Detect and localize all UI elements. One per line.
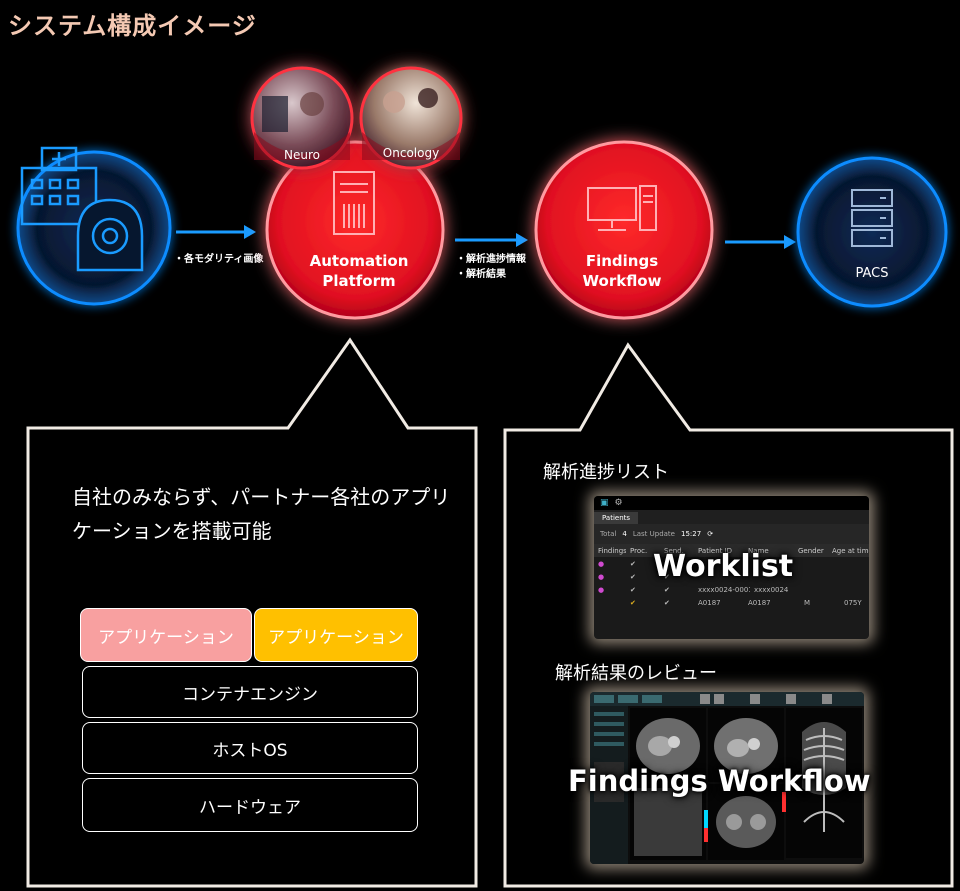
automation-node: Automation Platform	[265, 140, 445, 320]
neuro-badge: Neuro	[250, 66, 354, 170]
hardware-layer: ハードウェア	[82, 778, 418, 832]
oncology-label: Oncology	[383, 146, 439, 160]
name-cell: xxxx0024	[754, 585, 789, 594]
oncology-badge: Oncology	[359, 66, 463, 170]
application-layer-2: アプリケーション	[254, 608, 418, 662]
proc-check-icon: ✔	[630, 572, 636, 581]
send-check-icon: ✔	[664, 572, 670, 581]
host-os-layer: ホストOS	[82, 722, 418, 774]
gender-cell: M	[804, 598, 811, 607]
description-line1: 自社のみならず、パートナー各社のアプリ	[72, 485, 451, 509]
col-findings[interactable]: Findings	[598, 546, 626, 555]
page-title: システム構成イメージ	[8, 12, 257, 40]
tab-patients[interactable]: Patients	[594, 512, 639, 524]
send-check-icon: ✔	[664, 598, 670, 607]
arrow-modality-to-automation	[176, 225, 256, 239]
patient-id-cell: A0187	[698, 598, 721, 607]
hospital-modality-icon	[20, 146, 144, 272]
refresh-icon[interactable]: ⟳	[707, 530, 714, 538]
total-label: Total	[600, 530, 617, 538]
worklist-section-title: 解析進捗リスト	[543, 462, 669, 483]
col-gender[interactable]: Gender	[798, 546, 824, 555]
worklist-overlay-label: Worklist	[653, 549, 794, 584]
findings-status-icon: ●	[598, 559, 605, 568]
application-layer-1: アプリケーション	[80, 608, 252, 662]
worklist-info-bar: Total 4 Last Update 15:27 ⟳	[594, 524, 869, 544]
col-name[interactable]: Name	[748, 546, 769, 555]
arrow-label-progress: ・解析進捗情報	[456, 252, 527, 265]
findings-status-icon: ●	[598, 585, 605, 594]
total-value: 4	[622, 530, 627, 538]
neuro-label: Neuro	[284, 148, 320, 162]
workstation-icon	[587, 185, 657, 231]
col-age[interactable]: Age at time of st	[832, 546, 869, 555]
col-proc[interactable]: Proc.	[630, 546, 648, 555]
arrow-automation-to-findings	[455, 233, 528, 247]
table-row[interactable]: ● ✔ ✔	[594, 570, 869, 583]
pacs-node: PACS	[796, 156, 948, 308]
arrow-findings-to-pacs	[725, 235, 796, 249]
age-cell: 075Y	[844, 598, 862, 607]
table-row[interactable]: ● ✔ ✔ xxxx0024-0001 xxxx0024	[594, 583, 869, 596]
proc-check-icon: ✔	[630, 559, 636, 568]
worklist-toolbar: ▣ ⚙	[594, 496, 869, 510]
automation-label-line2: Platform	[322, 272, 395, 290]
col-send[interactable]: Send.	[664, 546, 684, 555]
name-cell: A0187	[748, 598, 771, 607]
findings-node: Findings Workflow	[534, 140, 714, 320]
findings-status-icon: ●	[598, 572, 605, 581]
arrow-label-result: ・解析結果	[456, 267, 507, 280]
arrow-label-modality: ・各モダリティ画像	[174, 252, 264, 265]
container-engine-layer: コンテナエンジン	[82, 666, 418, 718]
app-logo-icon: ▣	[600, 498, 609, 508]
last-update-label: Last Update	[632, 530, 675, 538]
worklist-tabbar: Patients	[594, 510, 869, 524]
patient-id-cell: xxxx0024-0001	[698, 585, 750, 594]
proc-pending-icon: ✔	[630, 598, 636, 607]
worklist-header-row: Findings Proc. Send. Patient ID Name Gen…	[594, 544, 869, 557]
findings-label-line2: Workflow	[583, 272, 662, 290]
last-update-value: 15:27	[681, 530, 702, 538]
findings-workflow-overlay-label: Findings Workflow	[568, 764, 871, 798]
settings-icon: ⚙	[614, 498, 623, 508]
ct-viewer-image	[590, 692, 864, 864]
table-row[interactable]: ● ✔	[594, 557, 869, 570]
hospital-node	[16, 146, 172, 306]
table-row[interactable]: ✔ ✔ A0187 A0187 M 075Y	[594, 596, 869, 609]
automation-label-line1: Automation	[310, 252, 409, 270]
review-section-title: 解析結果のレビュー	[555, 663, 717, 684]
storage-icon	[851, 189, 893, 247]
proc-check-icon: ✔	[630, 585, 636, 594]
server-icon	[333, 171, 375, 235]
pacs-label: PACS	[855, 266, 888, 281]
worklist-screenshot: ▣ ⚙ Patients Total 4 Last Update 15:27 ⟳…	[594, 496, 869, 639]
findings-label-line1: Findings	[586, 252, 658, 270]
description-line2: ケーションを搭載可能	[72, 519, 272, 543]
left-box-description: 自社のみならず、パートナー各社のアプリ ケーションを搭載可能	[72, 480, 452, 548]
send-check-icon: ✔	[664, 585, 670, 594]
col-patient-id[interactable]: Patient ID	[698, 546, 733, 555]
findings-workflow-screenshot	[590, 692, 864, 864]
